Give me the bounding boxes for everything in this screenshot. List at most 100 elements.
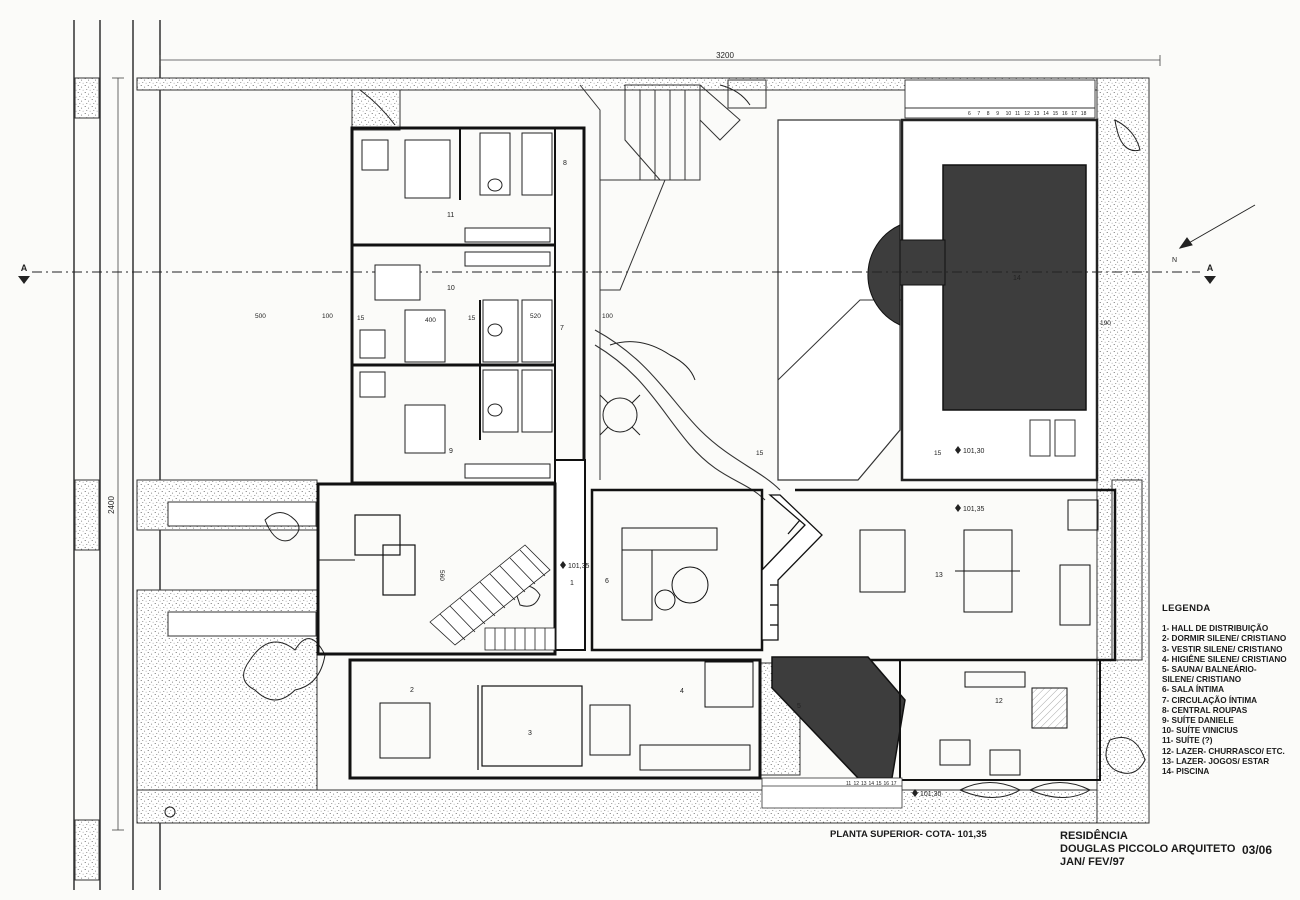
legend-item: 5- SAUNA/ BALNEÁRIO- [1162, 665, 1257, 675]
room-number-2: 2 [410, 687, 414, 694]
garden-path [594, 329, 781, 501]
stair-step-number: 16 [1062, 111, 1068, 117]
dimension-overall-width: 3200 [716, 51, 734, 60]
north-arrow [1178, 204, 1256, 249]
room-number-9: 9 [449, 448, 453, 455]
stair-step-number: 17 [891, 781, 897, 787]
legend-item: 3- VESTIR SILENE/ CRISTIANO [1162, 644, 1283, 654]
dim-520: 520 [530, 313, 541, 320]
level-marks: 101,35 101,30 101,35 101,30 [560, 446, 985, 798]
pool-step [899, 239, 946, 286]
legend-item: 4- HIGIÊNE SILENE/ CRISTIANO [1162, 654, 1287, 664]
room-number-6: 6 [605, 578, 609, 585]
overall-dimension-lines [112, 55, 1161, 831]
stair-step-number: 13 [1034, 111, 1040, 117]
stair-step-number: 6 [968, 111, 971, 117]
dim-15d: 15 [934, 450, 942, 457]
survey-marker [164, 806, 176, 818]
stair-step-number: 10 [1006, 111, 1012, 117]
title-line-1: RESIDÊNCIA [1060, 830, 1128, 842]
planter-strip [74, 819, 100, 881]
north-label: N [1172, 257, 1177, 264]
lounge-chair [1029, 419, 1051, 457]
legend-item: 7- CIRCULAÇÃO ÍNTIMA [1162, 695, 1258, 705]
games-room [795, 488, 1117, 662]
dim-100b: 100 [602, 313, 613, 320]
master-suite [348, 658, 762, 780]
pool-area [777, 118, 1099, 482]
garden-paving [579, 79, 767, 480]
stair-step-number: 14 [869, 781, 875, 787]
stair-step-number: 9 [996, 111, 999, 117]
bottom-stair [761, 777, 903, 809]
dimension-overall-depth: 2400 [107, 496, 116, 514]
dim-190: 190 [1100, 320, 1111, 327]
room-number-8: 8 [563, 160, 567, 167]
room-number-14: 14 [1013, 275, 1021, 282]
title-line-2: DOUGLAS PICCOLO ARQUITETO [1060, 843, 1236, 855]
room-number-12: 12 [995, 698, 1003, 705]
living-room [590, 488, 764, 652]
room-number-4: 4 [680, 688, 684, 695]
lounge-chair [1054, 419, 1076, 457]
room-number-10: 10 [447, 285, 455, 292]
stair-step-number: 18 [1081, 111, 1087, 117]
stair-step-number: 12 [854, 781, 860, 787]
room-number-3: 3 [528, 730, 532, 737]
title-line-3: JAN/ FEV/97 [1060, 856, 1125, 868]
stair-step-number: 15 [1053, 111, 1059, 117]
stair-step-number: 7 [977, 111, 980, 117]
walkway [167, 501, 317, 527]
stair-step-number: 15 [876, 781, 882, 787]
section-marker-left [18, 276, 30, 284]
dim-100a: 100 [322, 313, 333, 320]
stone-wall [761, 494, 823, 641]
stair-step-number: 11 [846, 781, 851, 787]
plan-caption: PLANTA SUPERIOR- COTA- 101,35 [830, 829, 987, 840]
stair-step-number: 13 [861, 781, 867, 787]
planter-strip [74, 77, 100, 119]
patio-furniture [599, 394, 641, 436]
sheet-number: 03/06 [1242, 843, 1273, 857]
corridor [554, 459, 586, 651]
top-stair [904, 79, 1096, 119]
entry-hall [316, 482, 557, 656]
main-stair [429, 544, 556, 651]
legend-item: 14- PISCINA [1162, 767, 1210, 777]
dimension-labels: 500 100 100 190 15 15 15 15 400 560 520 [255, 313, 1111, 581]
stair-step-number: 14 [1043, 111, 1049, 117]
legend-item: 12- LAZER- CHURRASCO/ ETC. [1162, 746, 1285, 756]
section-mark-right: A [1207, 263, 1214, 273]
legend-item: 11- SUÍTE (?) [1162, 736, 1213, 746]
level-marker-icon [560, 561, 566, 569]
level-2: 101,30 [963, 448, 985, 455]
legend-item: 1- HALL DE DISTRIBUIÇÃO [1162, 624, 1269, 634]
section-mark-left: A [21, 263, 28, 273]
walkway [167, 611, 317, 637]
room-number-11: 11 [447, 212, 454, 219]
legend-item: SILENE/ CRISTIANO [1162, 675, 1242, 685]
dim-560: 560 [438, 570, 445, 581]
perimeter-planters [136, 77, 1150, 824]
dim-15b: 15 [468, 315, 476, 322]
level-marker-icon [955, 446, 961, 454]
bathroom-fixtures [464, 132, 553, 479]
level-marker-icon [912, 789, 918, 797]
legend-item: 8- CENTRAL ROUPAS [1162, 705, 1248, 715]
beds [359, 139, 451, 454]
legend-item: 9- SUÍTE DANIELE [1162, 716, 1234, 726]
stair-step-number: 8 [987, 111, 990, 117]
stair-step-number: 17 [1071, 111, 1077, 117]
room-number-13: 13 [935, 572, 943, 579]
pool-hot-tub [867, 224, 901, 326]
level-marker-icon [955, 504, 961, 512]
stair-step-number: 16 [884, 781, 890, 787]
legend-item: 6- SALA ÍNTIMA [1162, 685, 1225, 695]
legend-item: 10- SUÍTE VINICIUS [1162, 726, 1238, 736]
dim-400: 400 [425, 317, 436, 324]
barbecue-area [899, 659, 1101, 781]
legend-item: 2- DORMIR SILENE/ CRISTIANO [1162, 634, 1287, 644]
level-3: 101,35 [963, 506, 985, 513]
